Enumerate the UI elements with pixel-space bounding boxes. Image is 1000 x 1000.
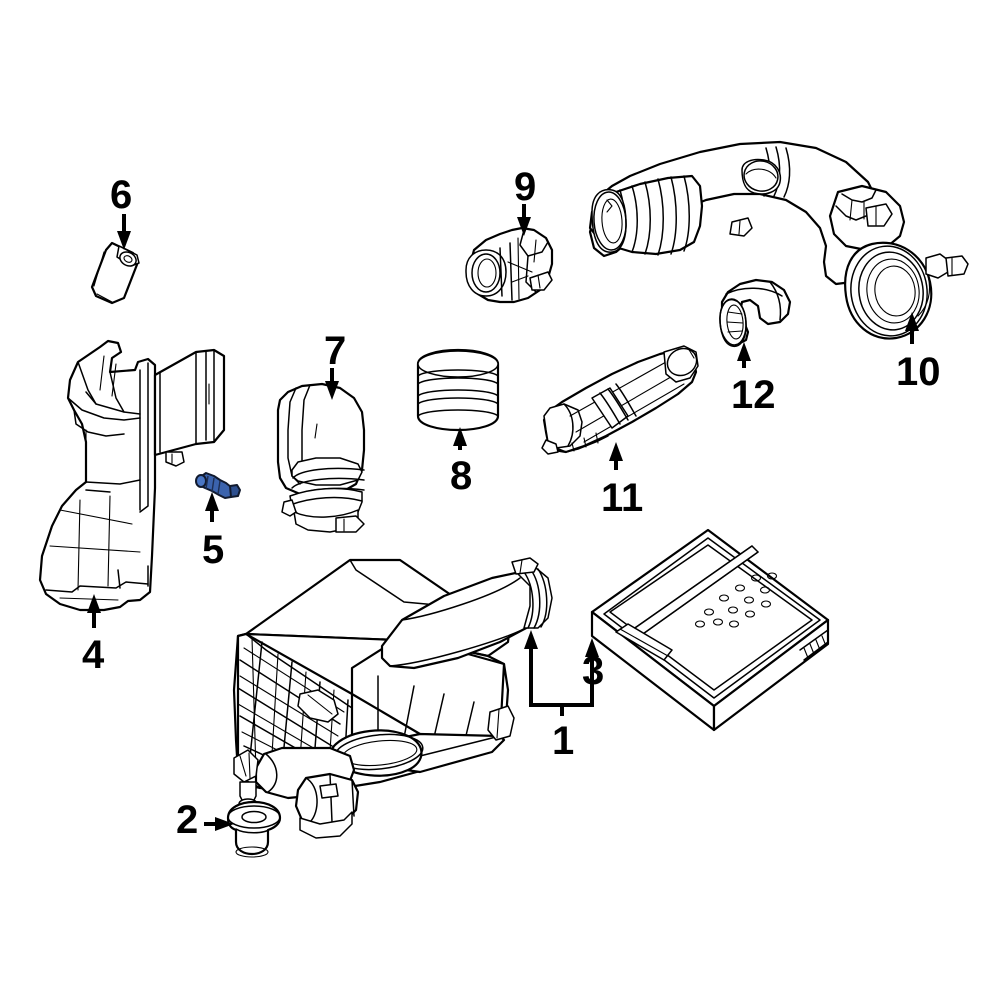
leader-11 [609,442,623,470]
part-11-intake-resonator [541,345,699,455]
callout-label-3: 3 [582,649,605,693]
part-12-breather-elbow-hose [719,278,792,348]
leader-2 [204,817,234,831]
callout-label-12: 12 [731,373,776,417]
callout-label-8: 8 [450,454,473,498]
part-9-air-intake-connector [465,226,554,304]
leader-9 [517,204,531,236]
leader-7 [325,368,339,400]
leader-6 [117,214,131,250]
part-5-mounting-bolt [195,472,241,499]
part-7-elbow-air-duct [276,382,366,533]
callout-label-4: 4 [82,633,105,677]
callout-label-2: 2 [176,798,199,842]
callout-label-11: 11 [601,476,644,520]
callout-label-9: 9 [514,165,537,209]
part-10-air-intake-hose-assembly [588,140,969,340]
leader-8 [453,427,467,450]
callout-label-1: 1 [552,719,575,763]
callout-label-6: 6 [110,173,133,217]
part-8-bellows-hose-sleeve [416,348,500,432]
part-1-air-cleaner-housing [232,557,553,839]
part-6-intake-pin-clip [90,241,140,305]
leader-4 [87,594,101,628]
leader-1-bracket [524,630,594,716]
part-3-air-filter-element [590,528,830,732]
leader-10 [905,312,919,344]
part-2-mount-grommet [226,800,282,858]
leader-3 [585,638,599,692]
callout-label-7: 7 [324,329,347,373]
leader-12 [737,342,751,368]
callout-label-10: 10 [896,350,941,394]
leader-5 [205,492,219,522]
part-4-air-inlet-duct [38,339,226,612]
callout-label-5: 5 [202,528,225,572]
